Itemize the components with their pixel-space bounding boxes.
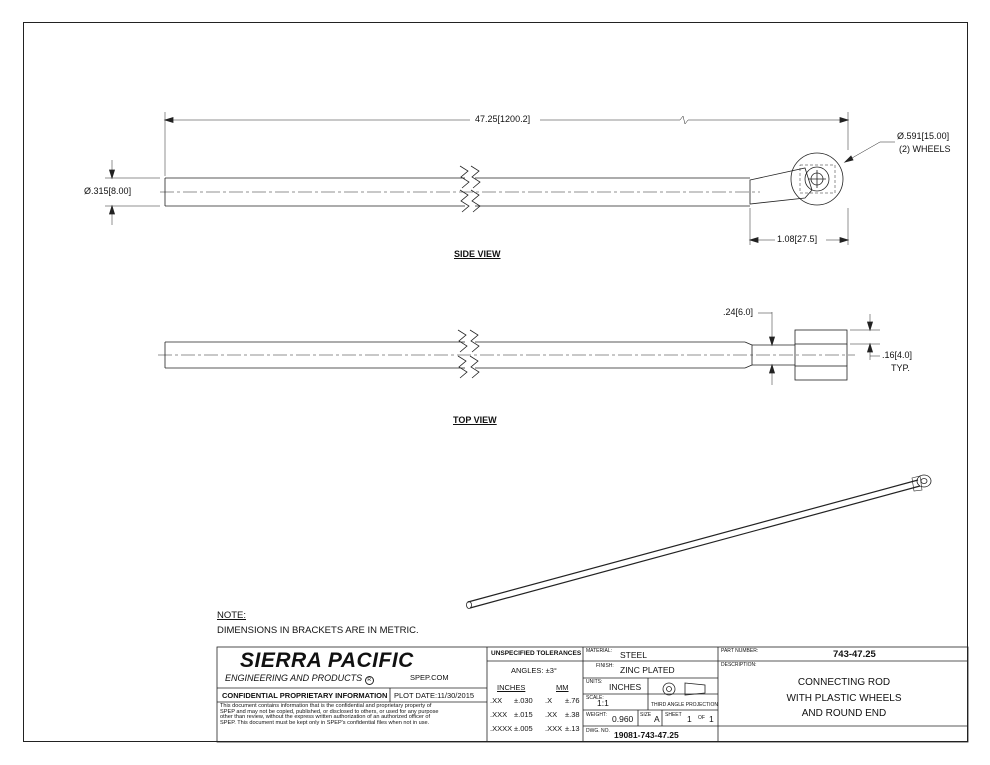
tol-mm-place: .X (545, 696, 553, 705)
units-label: UNITS: (586, 679, 603, 685)
tol-in-place: .XX (490, 696, 503, 705)
slot-width-mm: 6.0 (738, 307, 751, 317)
dwg-no-value: 19081-743-47.25 (614, 730, 679, 740)
description-line: CONNECTING ROD (797, 677, 891, 688)
projection-label: THIRD ANGLE PROJECTION (651, 702, 718, 708)
tol-in-value: ±.005 (514, 724, 533, 733)
wheel-thickness-inch: .16 (882, 350, 895, 360)
rod-diameter-mm: 8.00 (111, 186, 129, 196)
tol-mm-place: .XXX (545, 724, 563, 733)
finish-value: ZINC PLATED (620, 665, 675, 675)
material-label: MATERIAL: (586, 648, 613, 654)
rod-diameter-inch: Ø.315 (84, 186, 109, 196)
plot-date-label: PLOT DATE: (394, 691, 438, 700)
company-subtitle: ENGINEERING AND PRODUCTS R (225, 674, 374, 685)
confidential-notice: This document contains information that … (220, 703, 485, 726)
tol-mm-value: ±.38 (565, 710, 580, 719)
inches-header: INCHES (497, 683, 526, 692)
tolerances-title: UNSPECIFIED TOLERANCES (491, 650, 582, 657)
plot-date-value: 11/30/2015 (437, 691, 475, 700)
dwg-no-label: DWG. NO. (586, 728, 610, 734)
weight-label: WEIGHT: (586, 712, 607, 718)
description-line: WITH PLASTIC WHEELS (786, 692, 902, 704)
scale-value: 1:1 (597, 698, 609, 708)
slot-width-inch: .24 (723, 307, 736, 317)
tol-in-value: ±.030 (514, 696, 533, 705)
note-text: DIMENSIONS IN BRACKETS ARE IN METRIC. (217, 625, 419, 636)
tol-in-value: ±.015 (514, 710, 533, 719)
tol-mm-value: ±.13 (565, 724, 580, 733)
isometric-view (466, 474, 932, 609)
description-line: AND ROUND END (801, 708, 887, 719)
units-value: INCHES (609, 682, 642, 692)
wheel-thickness-dimension: .16[4.0] (882, 350, 913, 360)
material-value: STEEL (620, 650, 647, 660)
rod-diameter-dimension: Ø.315[8.00] (84, 186, 132, 196)
wheel-thickness-mm: 4.0 (897, 350, 910, 360)
note-heading: NOTE: (217, 610, 247, 621)
top-view-geometry (158, 312, 880, 385)
plot-date: PLOT DATE:11/30/2015 (394, 692, 474, 700)
scale-label: SCALE: (586, 695, 604, 701)
tol-mm-place: .XX (545, 710, 558, 719)
side-view-geometry (105, 112, 895, 245)
description-label: DESCRIPTION: (721, 662, 757, 668)
end-length-dimension: 1.08[27.5] (777, 234, 818, 244)
slot-width-dimension: .24[6.0] (723, 307, 754, 317)
side-view-label: SIDE VIEW (454, 249, 501, 259)
confidential-line: other than review, without the express w… (220, 714, 431, 721)
company-name: SIERRA PACIFIC (240, 649, 414, 672)
registered-mark-icon: R (364, 676, 374, 685)
sheet-value: 1 (687, 714, 692, 724)
typical-note: TYP. (891, 363, 910, 373)
tol-mm-value: ±.76 (565, 696, 580, 705)
overall-length-mm: 1200.2 (500, 114, 528, 124)
confidential-title: CONFIDENTIAL PROPRIETARY INFORMATION (222, 691, 388, 700)
part-number-label: PART NUMBER: (721, 648, 759, 654)
company-website: SPEP.COM (410, 673, 449, 682)
end-length-mm: 27.5 (797, 234, 815, 244)
confidential-line: SPEP. This document must be kept only in… (220, 719, 430, 726)
mm-header: MM (556, 683, 569, 692)
finish-label: FINISH: (596, 663, 614, 669)
company-subtitle-text: ENGINEERING AND PRODUCTS (225, 673, 363, 683)
sheet-total: 1 (709, 714, 714, 724)
confidential-line: SPEP and may not be copied, published, o… (220, 708, 439, 715)
part-number-value: 743-47.25 (833, 649, 876, 660)
of-label: OF (698, 715, 705, 721)
tol-in-place: .XXX (490, 710, 508, 719)
confidential-line: This document contains information that … (220, 703, 432, 709)
overall-length-inch: 47.25 (475, 114, 498, 124)
size-label: SIZE (640, 712, 652, 718)
wheel-diameter-mm: 15.00 (924, 131, 947, 141)
size-value: A (654, 714, 660, 724)
description: CONNECTING ROD WITH PLASTIC WHEELS AND R… (720, 675, 968, 722)
wheel-quantity: (2) WHEELS (899, 144, 951, 154)
sheet-label: SHEET (665, 712, 682, 718)
tol-in-place: .XXXX (490, 724, 513, 733)
top-view-label: TOP VIEW (453, 415, 497, 425)
end-length-inch: 1.08 (777, 234, 795, 244)
drawing-sheet-border (23, 22, 968, 742)
wheel-diameter-inch: Ø.591 (897, 131, 922, 141)
wheel-diameter-dimension: Ø.591[15.00] (897, 131, 950, 141)
overall-length-dimension: 47.25[1200.2] (475, 114, 531, 124)
title-block-lines (216, 646, 969, 743)
angles-tolerance: ANGLES: ±3° (511, 666, 557, 675)
weight-value: 0.960 (612, 714, 634, 724)
